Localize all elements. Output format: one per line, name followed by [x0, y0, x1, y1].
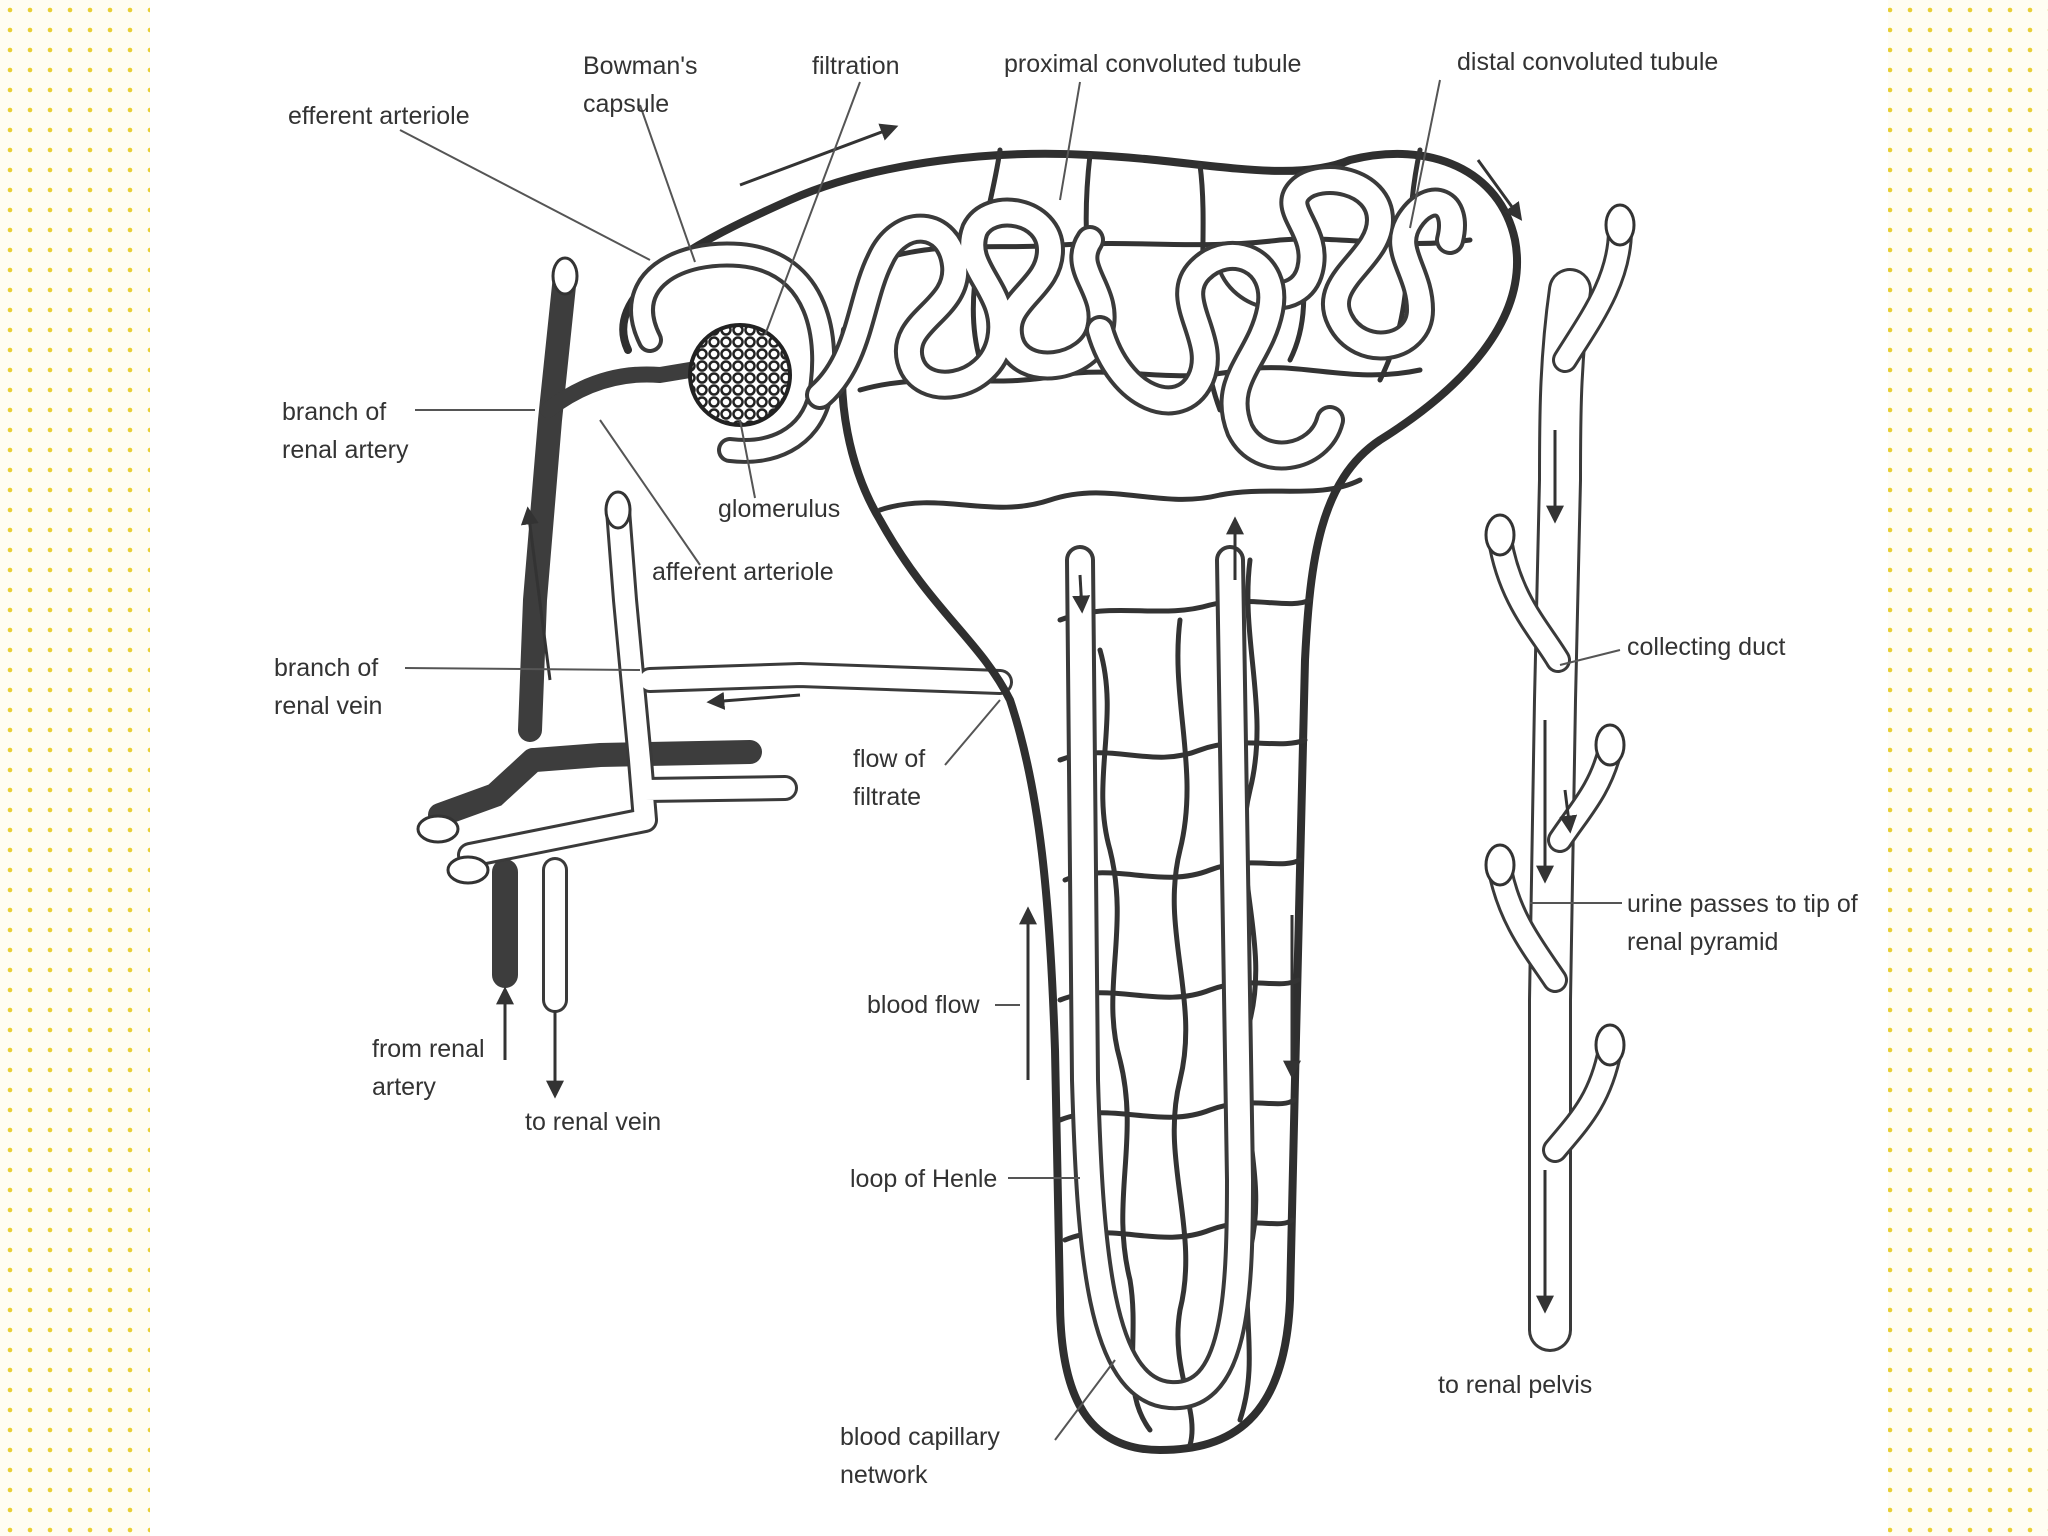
- label-blood-capillary-network-line2: network: [840, 1461, 928, 1489]
- label-blood-capillary-network-line1: blood capillary: [840, 1423, 1000, 1451]
- capillary-envelope: [619, 149, 1521, 1454]
- label-glomerulus: glomerulus: [718, 495, 840, 523]
- afferent-arteriole-vessel: [540, 362, 698, 418]
- label-branch-renal-vein-line2: renal vein: [274, 692, 382, 720]
- filtrate-down-arrow: [1072, 574, 1091, 614]
- label-efferent-arteriole: efferent arteriole: [288, 102, 470, 130]
- blood-flow-right-arrow: [1476, 159, 1523, 221]
- vein-cut-end: [446, 855, 490, 885]
- label-distal-convoluted-tubule: distal convoluted tubule: [1457, 48, 1718, 76]
- label-branch-renal-artery-line1: branch of: [282, 398, 386, 426]
- collecting-duct-group: [1484, 203, 1636, 1352]
- label-bowmans-capsule-line1: Bowman's: [583, 52, 698, 80]
- renal-blood-vessels: [416, 256, 1013, 1013]
- label-flow-of-filtrate-line1: flow of: [853, 745, 925, 773]
- artery-cut-end: [416, 814, 460, 844]
- blood-flow-top-arrow: [739, 123, 899, 187]
- label-from-renal-artery-line2: artery: [372, 1073, 436, 1101]
- labels: Bowman's capsule filtration proximal con…: [274, 48, 1858, 1489]
- label-afferent-arteriole: afferent arteriole: [652, 558, 834, 586]
- glomerulus-knot: [688, 323, 792, 427]
- label-filtration: filtration: [812, 52, 900, 80]
- label-branch-renal-vein-line1: branch of: [274, 654, 378, 682]
- nephron-tubules: [805, 165, 1467, 1411]
- label-branch-renal-artery-line2: renal artery: [282, 436, 409, 464]
- capillary-outline: [619, 149, 1521, 1454]
- label-bowmans-capsule-line2: capsule: [583, 90, 669, 118]
- label-urine-passes-line1: urine passes to tip of: [1627, 890, 1858, 918]
- renal-artery-branch: [428, 264, 762, 827]
- label-urine-passes-line2: renal pyramid: [1627, 928, 1778, 956]
- label-collecting-duct: collecting duct: [1627, 633, 1785, 661]
- leader-lines: [399, 79, 1622, 1441]
- label-proximal-convoluted-tubule: proximal convoluted tubule: [1004, 50, 1301, 78]
- artery-up-arrow: [520, 506, 552, 681]
- label-from-renal-artery-line1: from renal: [372, 1035, 485, 1063]
- label-to-renal-vein: to renal vein: [525, 1108, 661, 1136]
- vein-flow-arrow: [706, 691, 801, 710]
- label-to-renal-pelvis: to renal pelvis: [1438, 1371, 1592, 1399]
- flow-arrows: [496, 123, 1578, 1314]
- label-flow-of-filtrate-line2: filtrate: [853, 783, 921, 811]
- label-blood-flow: blood flow: [867, 991, 981, 1019]
- label-loop-of-henle: loop of Henle: [850, 1165, 997, 1193]
- bowmans-capsule-group: [629, 241, 837, 464]
